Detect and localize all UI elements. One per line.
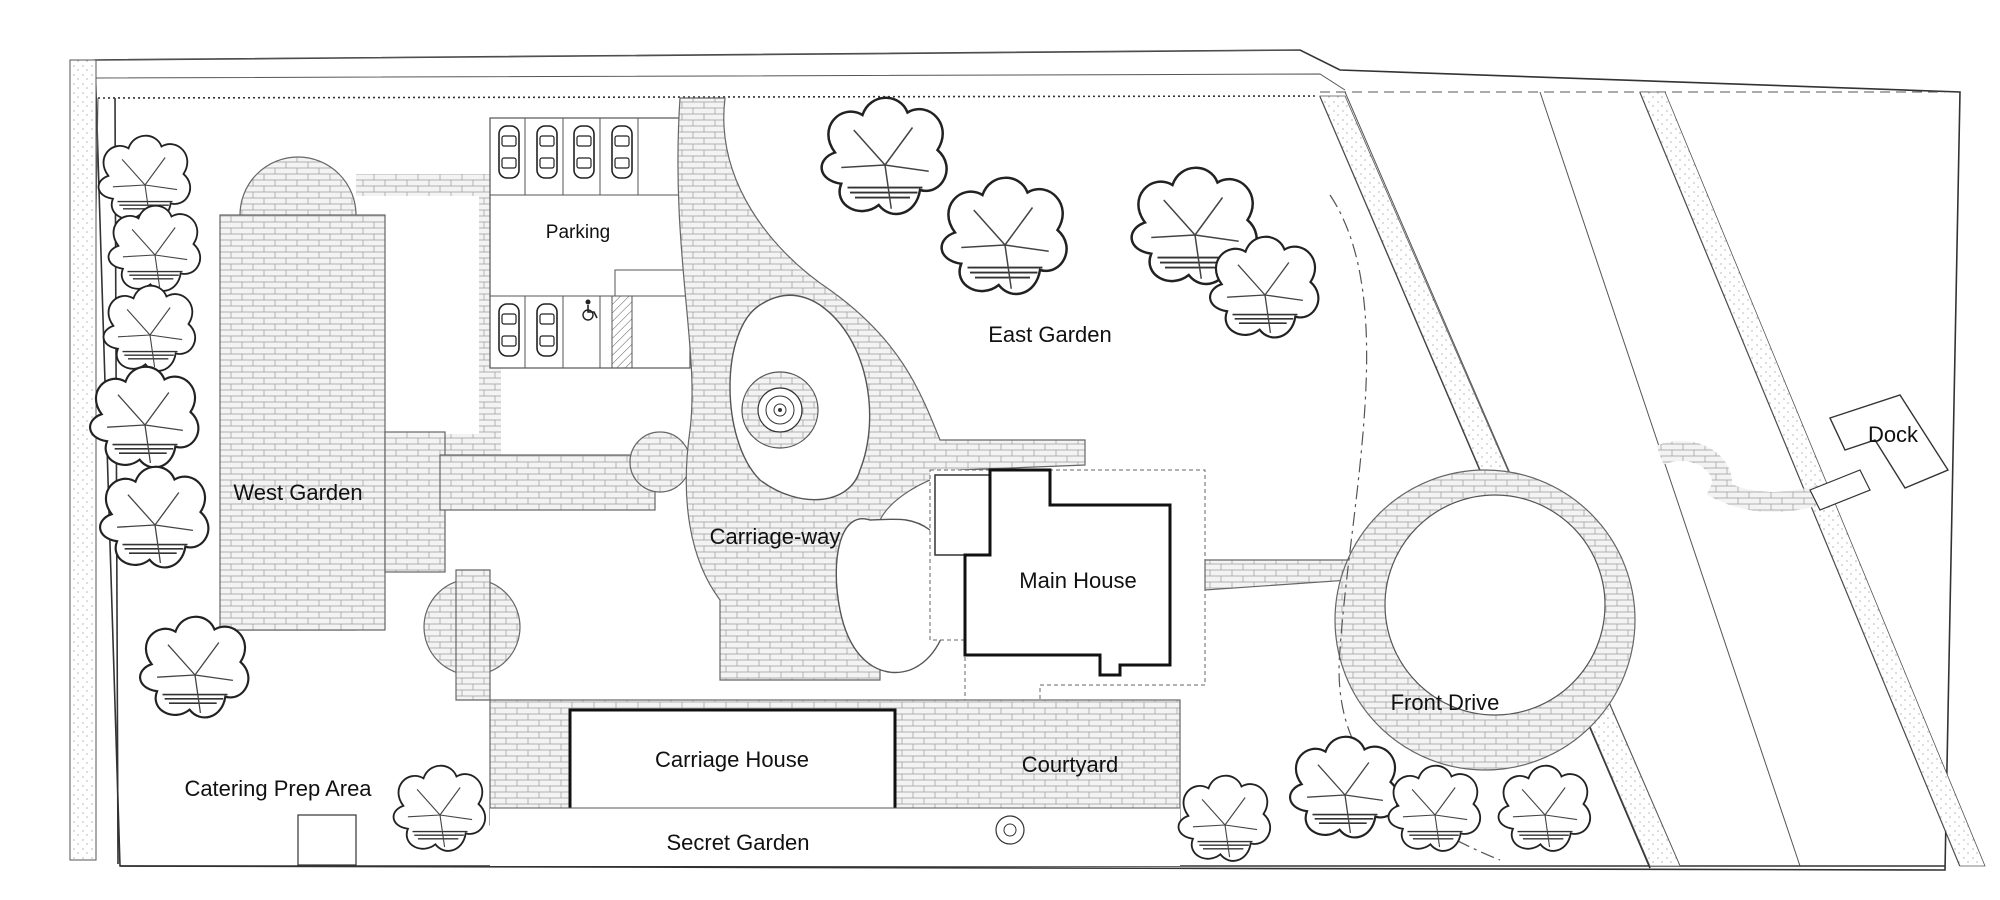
car-icon — [536, 125, 558, 179]
car-icon — [611, 125, 633, 179]
tree-icon — [107, 204, 202, 292]
tree-icon — [102, 284, 197, 372]
west-garden-label: West Garden — [233, 480, 362, 505]
main-house: Main House — [929, 468, 1351, 701]
catering-prep-area: Catering Prep Area — [184, 776, 372, 866]
tree-icon — [1387, 764, 1482, 852]
tree-icon — [1289, 735, 1400, 839]
carriage-house-area: Carriage House Courtyard Secret Garden — [489, 699, 1181, 866]
wheelchair-icon — [582, 299, 598, 321]
car-icon — [573, 125, 595, 179]
tree-icon — [99, 465, 210, 569]
carriage-way-label: Carriage-way — [710, 524, 841, 549]
east-garden-label: East Garden — [988, 322, 1112, 347]
fountain-icon — [741, 371, 819, 449]
west-garden-area — [219, 156, 691, 701]
carriage-house-label: Carriage House — [655, 747, 809, 772]
carriage-way-area: Carriage-way — [677, 97, 1086, 681]
car-icon — [498, 303, 520, 357]
front-drive: Front Drive — [1329, 194, 1636, 861]
tree-icon — [1497, 764, 1592, 852]
courtyard-label: Courtyard — [1022, 752, 1119, 777]
tree-icon — [97, 134, 192, 222]
catering-prep-label: Catering Prep Area — [184, 776, 372, 801]
front-drive-label: Front Drive — [1391, 690, 1500, 715]
fountain-icon — [995, 815, 1025, 845]
tree-icon — [820, 96, 948, 216]
tree-icon — [139, 615, 250, 719]
dock-label: Dock — [1868, 422, 1919, 447]
secret-garden-label: Secret Garden — [666, 830, 809, 855]
tree-icon — [392, 764, 487, 852]
tree-icon — [940, 176, 1068, 296]
car-icon — [536, 303, 558, 357]
parking-lot: Parking — [489, 117, 691, 369]
car-icon — [498, 125, 520, 179]
parking-label: Parking — [546, 222, 610, 243]
main-house-label: Main House — [1019, 568, 1136, 593]
tree-icon — [1177, 774, 1272, 862]
tree-icon — [89, 365, 200, 469]
tree-icon — [1209, 235, 1320, 339]
dock: Dock — [1656, 394, 1950, 512]
